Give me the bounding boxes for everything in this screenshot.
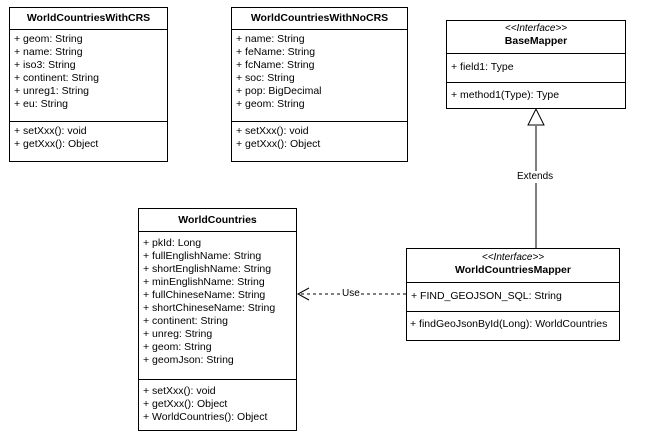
field: + fullChineseName: String	[143, 289, 266, 301]
use-label: Use	[341, 288, 361, 300]
extends-label: Extends	[516, 171, 555, 183]
method: + setXxx(): void	[143, 385, 216, 397]
field: + name: String	[14, 46, 83, 58]
interface-header: <<Interface>> BaseMapper	[447, 21, 625, 54]
method: + getXxx(): Object	[143, 398, 228, 410]
method: + setXxx(): void	[14, 125, 87, 137]
field: + iso3: String	[14, 59, 76, 71]
interface-world-countries-mapper[interactable]: <<Interface>> WorldCountriesMapper + FIN…	[406, 248, 620, 341]
field: + soc: String	[236, 72, 295, 84]
class-title: WorldCountriesWithNoCRS	[232, 8, 407, 30]
extends-arrowhead	[527, 107, 545, 126]
field: + minEnglishName: String	[143, 276, 265, 288]
methods-section: + setXxx(): void + getXxx(): Object	[10, 121, 167, 154]
field: + eu: String	[14, 98, 68, 110]
methods-section: + method1(Type): Type	[447, 82, 625, 105]
field: + pkId: Long	[143, 237, 202, 249]
field: + name: String	[236, 33, 305, 45]
stereotype-label: <<Interface>>	[481, 252, 545, 263]
field: + geom: String	[143, 341, 212, 353]
method: + getXxx(): Object	[236, 138, 321, 150]
field: + geomJson: String	[143, 354, 234, 366]
fields-section: + geom: String + name: String + iso3: St…	[10, 30, 167, 121]
fields-section: + pkId: Long + fullEnglishName: String +…	[139, 232, 296, 379]
field: + field1: Type	[451, 61, 514, 73]
methods-section: + setXxx(): void + getXxx(): Object	[232, 121, 407, 154]
interface-base-mapper[interactable]: <<Interface>> BaseMapper + field1: Type …	[446, 20, 626, 109]
field: + unreg1: String	[14, 85, 90, 97]
fields-section: + field1: Type	[447, 54, 625, 82]
interface-header: <<Interface>> WorldCountriesMapper	[407, 249, 619, 283]
interface-title: BaseMapper	[504, 35, 568, 47]
method: + getXxx(): Object	[14, 138, 99, 150]
method: + findGeoJsonById(Long): WorldCountries	[410, 318, 608, 330]
field: + shortChineseName: String	[143, 302, 276, 314]
use-arrowhead	[296, 287, 310, 301]
fields-section: + FIND_GEOJSON_SQL: String	[407, 283, 619, 311]
field: + continent: String	[143, 315, 228, 327]
field: + unreg: String	[143, 328, 213, 340]
class-title: WorldCountries	[139, 209, 296, 232]
field: + shortEnglishName: String	[143, 263, 272, 275]
field: + geom: String	[14, 33, 83, 45]
method: + WorldCountries(): Object	[143, 411, 268, 423]
interface-title: WorldCountriesMapper	[455, 264, 571, 276]
field: + fcName: String	[236, 59, 315, 71]
methods-section: + setXxx(): void + getXxx(): Object + Wo…	[139, 379, 296, 427]
fields-section: + name: String + feName: String + fcName…	[232, 30, 407, 121]
class-world-countries-with-no-crs[interactable]: WorldCountriesWithNoCRS + name: String +…	[231, 7, 408, 162]
stereotype-label: <<Interface>>	[504, 23, 568, 34]
method: + setXxx(): void	[236, 125, 309, 137]
field: + continent: String	[14, 72, 99, 84]
field: + fullEnglishName: String	[143, 250, 262, 262]
class-world-countries[interactable]: WorldCountries + pkId: Long + fullEnglis…	[138, 208, 297, 431]
field: + feName: String	[236, 46, 316, 58]
class-world-countries-with-crs[interactable]: WorldCountriesWithCRS + geom: String + n…	[9, 7, 168, 162]
field: + pop: BigDecimal	[236, 85, 322, 97]
class-title: WorldCountriesWithCRS	[10, 8, 167, 30]
field: + geom: String	[236, 98, 305, 110]
method: + method1(Type): Type	[451, 89, 560, 101]
field: + FIND_GEOJSON_SQL: String	[411, 290, 562, 302]
methods-section: + findGeoJsonById(Long): WorldCountries	[407, 311, 619, 334]
